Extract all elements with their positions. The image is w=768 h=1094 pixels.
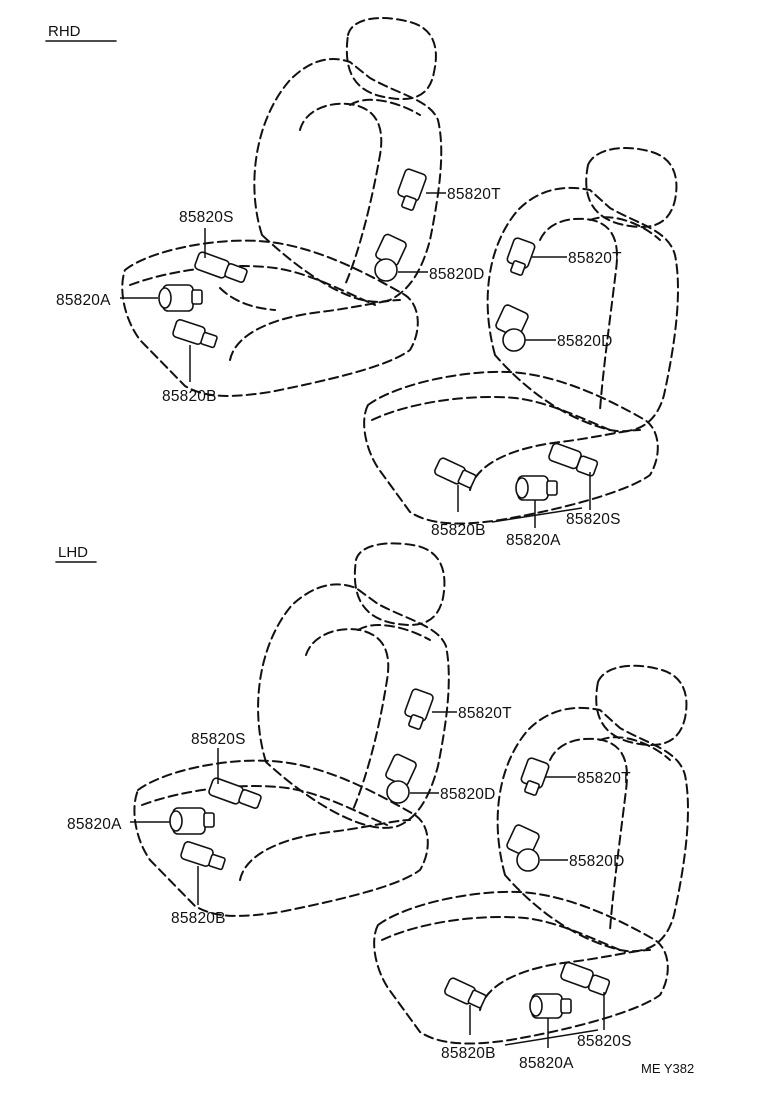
motor-d: [385, 753, 417, 804]
cushion-seam: [141, 784, 388, 826]
label-85820s: 85820S: [179, 209, 234, 226]
leader-floor-line: [491, 507, 583, 523]
label-85820t: 85820T: [447, 186, 501, 203]
label-85820s: 85820S: [191, 731, 246, 748]
lhd-seat-rear: 85820T 85820D 85820B 85820A 85820S: [373, 664, 689, 1072]
motor-s: [194, 251, 248, 283]
headrest: [595, 664, 688, 746]
seat-cushion: [133, 759, 429, 917]
label-85820a: 85820A: [56, 292, 111, 309]
motor-s: [560, 961, 611, 996]
label-85820t: 85820T: [568, 250, 622, 267]
seat-cushion: [373, 890, 669, 1045]
headrest: [585, 147, 678, 228]
label-85820b: 85820B: [171, 910, 226, 927]
cushion-seam: [129, 264, 376, 306]
motor-b: [172, 319, 218, 349]
cushion-inner-edge: [469, 429, 641, 491]
leader-floor-line: [504, 1029, 599, 1046]
motor-b: [180, 841, 226, 871]
rhd-seat-rear: 85820T 85820D 85820B 85820A 85820S: [363, 147, 679, 549]
cushion-inner-edge: [229, 299, 401, 361]
motor-t: [404, 688, 434, 730]
cushion-seam: [371, 395, 616, 433]
motor-t: [520, 757, 550, 796]
label-85820d: 85820D: [440, 786, 496, 803]
label-85820d: 85820D: [569, 853, 625, 870]
cushion-seam: [381, 915, 626, 953]
motor-d: [495, 304, 529, 352]
lhd-seat-front: 85820T 85820D 85820S 85820A 85820B: [67, 542, 512, 927]
label-85820b: 85820B: [431, 522, 486, 539]
seat-back-top-seam: [599, 736, 671, 761]
label-85820a: 85820A: [519, 1055, 574, 1072]
cushion-fold: [219, 287, 276, 311]
motor-s: [548, 442, 599, 477]
label-85820a: 85820A: [506, 532, 561, 549]
rhd-heading: RHD: [48, 23, 81, 40]
lhd-heading: LHD: [58, 544, 88, 561]
motor-b: [434, 457, 477, 489]
seat-back-top-seam: [357, 624, 431, 641]
headrest: [345, 17, 437, 100]
label-85820s: 85820S: [566, 511, 621, 528]
cushion-inner-edge: [239, 819, 411, 881]
seat-cushion: [121, 239, 419, 397]
motor-a: [515, 475, 558, 501]
motor-a: [529, 993, 572, 1019]
motor-s: [208, 777, 262, 809]
lhd-section: LHD: [55, 542, 689, 1072]
headrest: [353, 542, 446, 626]
label-85820a: 85820A: [67, 816, 122, 833]
seat-back-inner: [539, 217, 618, 411]
label-85820b: 85820B: [441, 1045, 496, 1062]
seat-cushion: [363, 370, 659, 525]
label-85820d: 85820D: [557, 333, 613, 350]
seat-back: [257, 583, 450, 829]
motor-t: [506, 237, 536, 276]
motor-a: [169, 807, 215, 835]
label-85820t: 85820T: [577, 770, 631, 787]
seat-back-inner: [299, 102, 383, 286]
figure-code: ME Y382: [641, 1061, 694, 1076]
motor-d: [374, 233, 407, 282]
motor-b: [444, 977, 487, 1009]
label-85820t: 85820T: [458, 705, 512, 722]
label-85820s: 85820S: [577, 1033, 632, 1050]
rhd-seat-front: 85820T 85820D 85820S 85820A 85820B: [56, 17, 501, 405]
motor-t: [397, 168, 427, 211]
motor-a: [158, 284, 203, 312]
seat-back-inner: [549, 737, 628, 931]
motor-d: [506, 824, 540, 872]
label-85820b: 85820B: [162, 388, 217, 405]
rhd-section: RHD: [45, 17, 679, 549]
label-85820d: 85820D: [429, 266, 485, 283]
seat-back-top-seam: [589, 216, 661, 241]
seat-back-inner: [305, 628, 390, 813]
seat-back-top-seam: [349, 98, 421, 116]
